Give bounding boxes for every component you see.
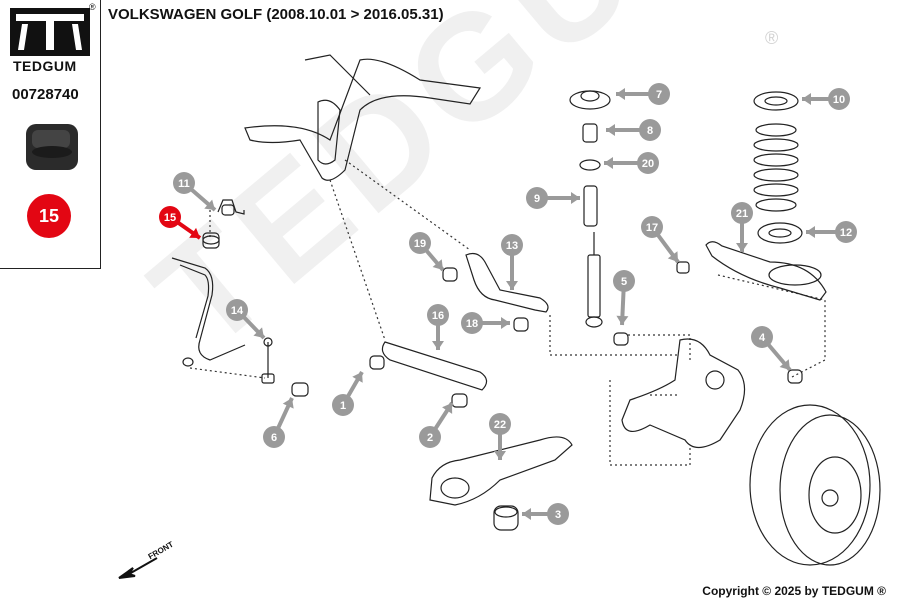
callout-12: 12 bbox=[806, 221, 857, 243]
brand-name: TEDGUM bbox=[13, 58, 77, 74]
bushing-4 bbox=[787, 369, 803, 384]
callout-19: 19 bbox=[409, 232, 445, 272]
copyright-notice: Copyright © 2025 by TEDGUM ® bbox=[702, 584, 886, 598]
product-photo bbox=[26, 124, 78, 170]
callout-number: 22 bbox=[494, 419, 506, 431]
callout-number: 6 bbox=[271, 432, 277, 444]
callout-number: 13 bbox=[506, 240, 518, 252]
wheel-carrier bbox=[621, 338, 746, 449]
bushing-5-lower bbox=[613, 332, 629, 346]
spring-seat-12 bbox=[757, 222, 803, 244]
spring-seat-10 bbox=[753, 91, 799, 111]
bump-stop-8 bbox=[582, 123, 598, 143]
callout-16: 16 bbox=[427, 304, 449, 350]
stabilizer-link-14 bbox=[261, 337, 275, 384]
callout-number: 21 bbox=[736, 208, 748, 220]
callout-20: 20 bbox=[604, 152, 659, 174]
callout-number: 3 bbox=[555, 509, 561, 521]
page-title: VOLKSWAGEN GOLF (2008.10.01 > 2016.05.31… bbox=[108, 6, 444, 23]
part-number: 00728740 bbox=[12, 86, 79, 103]
callout-15: 15 bbox=[159, 206, 202, 240]
watermark-registered-mark: ® bbox=[765, 28, 779, 48]
callout-21: 21 bbox=[731, 202, 753, 252]
callout-22: 22 bbox=[489, 413, 511, 460]
part-info-panel: ® TEDGUM 00728740 15 bbox=[0, 0, 101, 269]
callout-5: 5 bbox=[613, 270, 635, 326]
callout-18: 18 bbox=[461, 312, 510, 334]
callout-4: 4 bbox=[751, 326, 792, 372]
bushing-clamp-11 bbox=[217, 199, 245, 216]
shock-absorber-5 bbox=[585, 232, 603, 328]
bushing-2 bbox=[451, 393, 468, 408]
callout-number: 7 bbox=[656, 89, 662, 101]
callout-number: 5 bbox=[621, 276, 627, 288]
callout-number: 15 bbox=[164, 212, 176, 224]
callout-number: 9 bbox=[534, 193, 540, 205]
callout-number: 11 bbox=[178, 178, 190, 190]
bushing-1 bbox=[369, 355, 385, 370]
callout-1: 1 bbox=[332, 371, 364, 416]
bushing-18 bbox=[513, 317, 529, 332]
callout-number: 17 bbox=[646, 222, 658, 234]
callout-7: 7 bbox=[616, 83, 670, 105]
callout-number: 14 bbox=[231, 305, 244, 317]
trailing-arm-22 bbox=[429, 436, 573, 506]
subframe-beam bbox=[244, 58, 482, 181]
callout-6: 6 bbox=[263, 397, 294, 448]
top-mount-7 bbox=[569, 90, 611, 110]
tedgum-logo bbox=[10, 8, 90, 56]
coil-spring bbox=[753, 123, 799, 212]
callout-number: 16 bbox=[432, 310, 444, 322]
front-arrow-icon bbox=[118, 557, 158, 579]
bushing-3 bbox=[493, 505, 519, 531]
callout-9: 9 bbox=[526, 187, 580, 209]
brake-drum bbox=[749, 404, 881, 566]
stabilizer-bar bbox=[171, 257, 246, 361]
callout-number: 1 bbox=[340, 400, 346, 412]
bushing-6 bbox=[291, 382, 309, 397]
callout-number: 10 bbox=[833, 94, 845, 106]
callout-14: 14 bbox=[226, 299, 266, 340]
callout-13: 13 bbox=[501, 234, 523, 290]
upper-arm-13 bbox=[465, 252, 549, 313]
callout-8: 8 bbox=[606, 119, 661, 141]
callout-number: 18 bbox=[466, 318, 478, 330]
callout-number: 20 bbox=[642, 158, 654, 170]
bushing-17 bbox=[676, 261, 690, 274]
bushing-19 bbox=[442, 267, 458, 282]
callout-10: 10 bbox=[802, 88, 850, 110]
callout-number: 8 bbox=[647, 125, 653, 137]
washer-20 bbox=[579, 159, 601, 171]
callout-number: 19 bbox=[414, 238, 426, 250]
callout-number: 2 bbox=[427, 432, 433, 444]
callout-17: 17 bbox=[641, 216, 680, 264]
stabilizer-bushing-15 bbox=[202, 232, 220, 249]
callout-2: 2 bbox=[419, 401, 454, 448]
spring-arm-21 bbox=[705, 241, 827, 301]
dust-cover-9 bbox=[583, 185, 598, 227]
callout-number: 12 bbox=[840, 227, 852, 239]
callout-3: 3 bbox=[522, 503, 569, 525]
lower-arm-16 bbox=[381, 341, 488, 391]
callout-number: 4 bbox=[759, 332, 766, 344]
highlight-badge: 15 bbox=[27, 194, 71, 238]
registered-mark: ® bbox=[89, 2, 96, 12]
callout-11: 11 bbox=[173, 172, 217, 212]
